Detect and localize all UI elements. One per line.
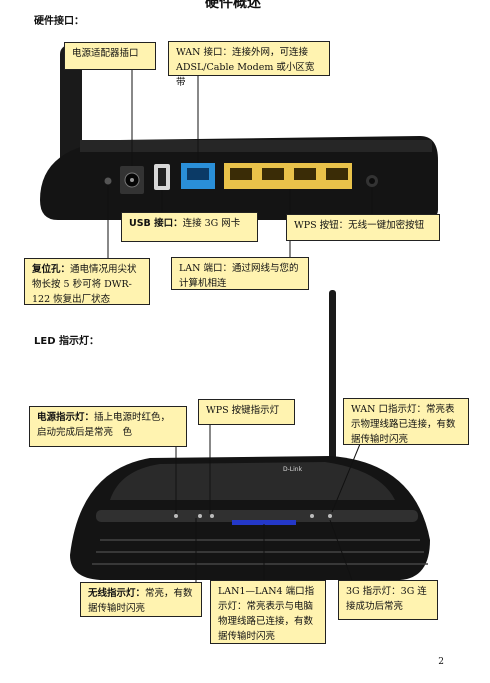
wan-port-callout: WAN 接口：连接外网，可连接 ADSL/Cable Modem 或小区宽带 <box>168 41 330 88</box>
wireless-led-label: 无线指示灯： <box>88 588 146 599</box>
wan-led-callout: WAN 口指示灯：常亮表示物理线路已连接，有数据传输时闪亮 <box>343 398 469 445</box>
front-antenna <box>329 290 336 470</box>
page-top-title: 硬件概述 <box>205 0 261 11</box>
usb-port-text: 连接 3G 网卡 <box>182 218 241 229</box>
lan-led-callout: LAN1—LAN4 端口指示灯：常亮表示与电脑物理线路已连接，有数据传输时闪亮 <box>210 580 326 644</box>
lan-ports <box>224 163 352 189</box>
led-section-heading: LED 指示灯： <box>34 336 99 347</box>
reset-hole <box>104 177 112 185</box>
hardware-section-heading: 硬件接口： <box>34 16 84 27</box>
3g-led-callout: 3G 指示灯：3G 连接成功后常亮 <box>338 580 438 620</box>
wireless-led-text: 常亮，有数据传输时闪亮 <box>88 588 193 614</box>
reset-hole-callout: 复位孔：通电情况用尖状物长按 5 秒可将 DWR-122 恢复出厂状态 <box>24 258 150 305</box>
reset-label: 复位孔： <box>32 264 71 275</box>
power-port-callout: 电源适配器插口 <box>64 42 156 70</box>
lan-port-callout: LAN 端口：通过网线与您的计算机相连 <box>171 257 309 290</box>
front-led-icons <box>174 514 332 518</box>
power-led-text: 插上电源时红色，启动完成后是常亮 色 <box>37 412 171 438</box>
usb-port-callout: USB 接口：连接 3G 网卡 <box>121 212 258 242</box>
usb-port-label: USB 接口： <box>129 218 183 229</box>
power-led-label: 电源指示灯： <box>37 412 95 423</box>
wps-led-callout: WPS 按键指示灯 <box>198 399 295 425</box>
power-led-callout: 电源指示灯：插上电源时红色，启动完成后是常亮 色 <box>29 406 187 447</box>
page-number: 2 <box>438 657 444 667</box>
reset-text: 通电情况用尖状物长按 5 秒可将 DWR-122 恢复出厂状态 <box>32 264 137 305</box>
wireless-led-callout: 无线指示灯：常亮，有数据传输时闪亮 <box>80 582 202 617</box>
brand-label: D-Link <box>283 466 303 473</box>
lan-led-bar <box>232 520 296 525</box>
wps-button-callout: WPS 按钮：无线一键加密按钮 <box>286 214 440 241</box>
